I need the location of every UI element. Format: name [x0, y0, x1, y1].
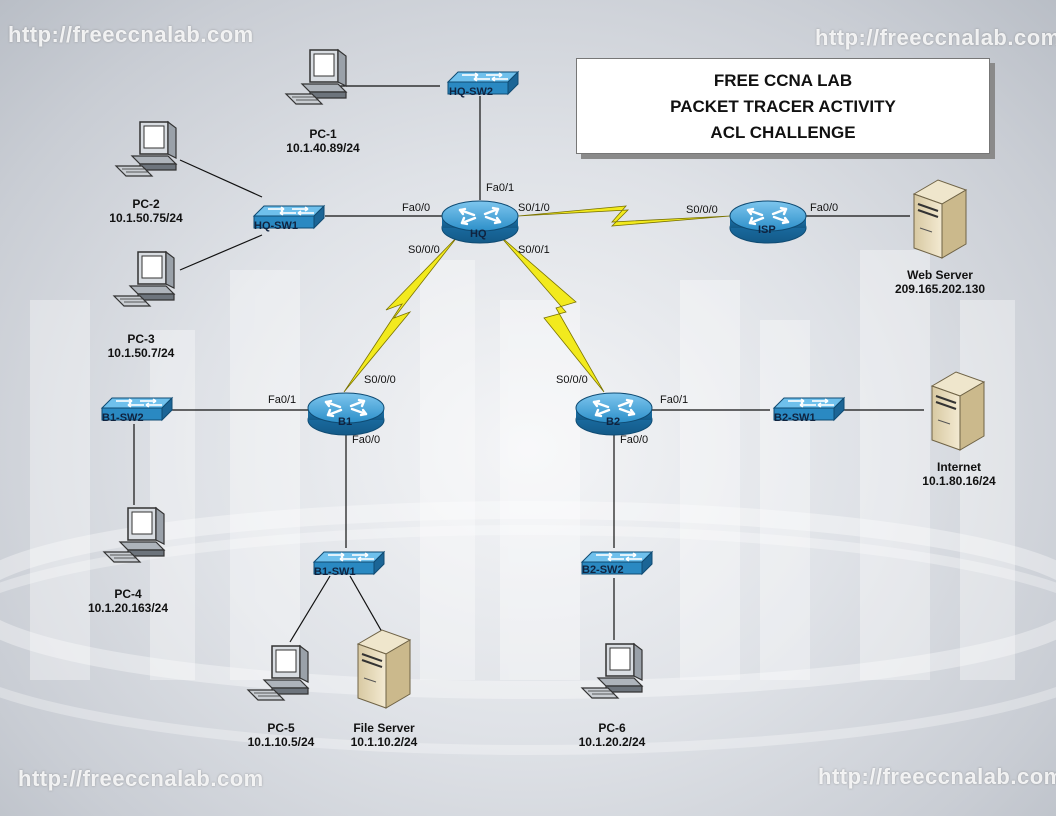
port-hq-fa01: Fa0/1 [486, 182, 515, 194]
pc6-ip: 10.1.20.2/24 [578, 735, 646, 749]
ethernet-links [133, 85, 924, 643]
switch-b1-sw2-label: B1-SW2 [102, 412, 144, 424]
port-b2-fa00: Fa0/0 [620, 434, 649, 446]
link-b1sw1-fileserver [349, 575, 383, 633]
title-line-2: PACKET TRACER ACTIVITY [670, 97, 896, 116]
router-hq-label: HQ [470, 228, 487, 240]
webserver-ip: 209.165.202.130 [894, 282, 986, 296]
serial-link-hq-b2 [499, 235, 605, 393]
switch-hq-sw1-label: HQ-SW1 [254, 220, 298, 232]
pc-2[interactable] [115, 121, 177, 177]
server-icon [913, 179, 967, 259]
pc4-ip: 10.1.20.163/24 [87, 601, 169, 615]
pc-4[interactable] [103, 507, 165, 563]
fileserver-ip: 10.1.10.2/24 [350, 735, 418, 749]
link-b1sw1-pc5 [289, 575, 331, 643]
link-pc2-hqsw1 [179, 159, 263, 198]
switch-b1-sw1-label: B1-SW1 [314, 566, 356, 578]
title-line-3: ACL CHALLENGE [710, 123, 856, 142]
webserver-name: Web Server [907, 268, 973, 282]
pc5-label: PC-5 10.1.10.5/24 [226, 721, 336, 749]
pc6-label: PC-6 10.1.20.2/24 [557, 721, 667, 749]
watermark-bottom-left: http://freeccnalab.com [18, 766, 264, 791]
webserver-label: Web Server 209.165.202.130 [880, 268, 1000, 296]
pc-1[interactable] [285, 49, 347, 105]
pc-icon [103, 507, 165, 563]
port-hq-s010: S0/1/0 [518, 202, 550, 214]
pc2-ip: 10.1.50.75/24 [109, 211, 183, 225]
pc5-ip: 10.1.10.5/24 [247, 735, 315, 749]
pc1-name: PC-1 [309, 127, 337, 141]
router-b2-label: B2 [606, 416, 621, 428]
server-web[interactable] [913, 179, 967, 259]
internet-name: Internet [936, 460, 981, 474]
pc-6[interactable] [581, 643, 643, 699]
pc1-ip: 10.1.40.89/24 [286, 141, 360, 155]
pc3-name: PC-3 [127, 332, 155, 346]
link-pc3-hqsw1 [179, 234, 263, 271]
switch-hq-sw2-label: HQ-SW2 [449, 86, 493, 98]
pc3-label: PC-3 10.1.50.7/24 [86, 332, 196, 360]
pc6-name: PC-6 [598, 721, 626, 735]
internet-label: Internet 10.1.80.16/24 [904, 460, 1014, 488]
port-b1-fa01: Fa0/1 [268, 394, 297, 406]
watermark-top-right: http://freeccnalab.com [815, 25, 1056, 50]
pc-icon [247, 645, 309, 701]
pc4-label: PC-4 10.1.20.163/24 [68, 587, 188, 615]
title-box: FREE CCNA LAB PACKET TRACER ACTIVITY ACL… [576, 58, 990, 154]
port-isp-s000: S0/0/0 [686, 204, 718, 216]
pc-icon [581, 643, 643, 699]
pc-icon [115, 121, 177, 177]
server-file[interactable] [357, 629, 411, 709]
router-icon [574, 391, 654, 437]
pc-3[interactable] [113, 251, 175, 307]
pc2-name: PC-2 [132, 197, 160, 211]
port-hq-s001: S0/0/1 [518, 244, 550, 256]
port-b2-s000: S0/0/0 [556, 374, 588, 386]
router-isp[interactable] [728, 199, 808, 245]
fileserver-label: File Server 10.1.10.2/24 [329, 721, 439, 749]
title-line-1: FREE CCNA LAB [713, 71, 853, 90]
pc3-ip: 10.1.50.7/24 [107, 346, 175, 360]
port-isp-fa00: Fa0/0 [810, 202, 839, 214]
router-b1[interactable] [306, 391, 386, 437]
port-b1-fa00: Fa0/0 [352, 434, 381, 446]
switch-b2-sw2-label: B2-SW2 [582, 564, 624, 576]
switch-b2-sw1-label: B2-SW1 [774, 412, 816, 424]
port-b1-s000: S0/0/0 [364, 374, 396, 386]
router-icon [728, 199, 808, 245]
router-isp-label: ISP [758, 224, 776, 236]
pc-icon [285, 49, 347, 105]
pc5-name: PC-5 [267, 721, 295, 735]
port-hq-s000: S0/0/0 [408, 244, 440, 256]
pc-5[interactable] [247, 645, 309, 701]
watermark-bottom-right: http://freeccnalab.com [818, 764, 1056, 789]
port-hq-fa00: Fa0/0 [402, 202, 431, 214]
serial-links [343, 205, 731, 393]
router-icon [306, 391, 386, 437]
server-internet[interactable] [931, 371, 985, 451]
fileserver-name: File Server [353, 721, 415, 735]
pc1-label: PC-1 10.1.40.89/24 [268, 127, 378, 155]
serial-link-hq-b1 [343, 235, 459, 393]
port-b2-fa01: Fa0/1 [660, 394, 689, 406]
router-b2[interactable] [574, 391, 654, 437]
router-b1-label: B1 [338, 416, 353, 428]
server-icon [931, 371, 985, 451]
pc-icon [113, 251, 175, 307]
server-icon [357, 629, 411, 709]
internet-ip: 10.1.80.16/24 [922, 474, 996, 488]
pc4-name: PC-4 [114, 587, 142, 601]
pc2-label: PC-2 10.1.50.75/24 [91, 197, 201, 225]
watermark-top-left: http://freeccnalab.com [8, 22, 254, 47]
